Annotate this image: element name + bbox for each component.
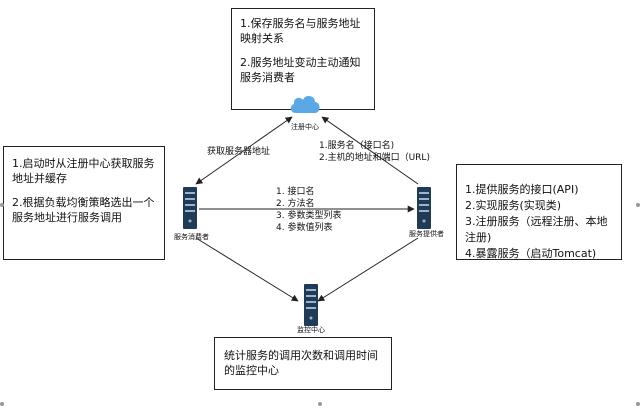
provider-label: 服务提供者 (409, 230, 444, 238)
canvas-handle-dot (318, 402, 322, 406)
registry-note: 1.保存服务名与服务地址映射关系 2.服务地址变动主动通知服务消费者 (231, 8, 375, 110)
consumer-note-line-1: 1.启动时从注册中心获取服务地址并缓存 (12, 157, 155, 185)
edge-provider-registry (321, 116, 419, 185)
cloud-icon (290, 96, 320, 113)
provider-server-icon (417, 187, 431, 229)
edge-label-consumer-provider-line-3: 3. 参数类型列表 (276, 211, 342, 221)
consumer-note: 1.启动时从注册中心获取服务地址并缓存 2.根据负载均衡策略选出一个服务地址进行… (3, 146, 165, 260)
canvas-handle-dot (636, 203, 640, 207)
edge-label-consumer-provider-line-4: 4. 参数值列表 (276, 223, 333, 233)
canvas-handle-dot (636, 402, 640, 406)
registry-note-line-1: 1.保存服务名与服务地址映射关系 (240, 17, 361, 45)
edge-label-consumer-provider: 1. 接口名 2. 方法名 3. 参数类型列表 4. 参数值列表 (276, 186, 341, 234)
edge-label-provider-registry-line-1: 1.服务名（接口名) (319, 141, 395, 151)
edge-label-provider-registry: 1.服务名（接口名) 2.主机的地址和端口（URL) (319, 140, 430, 164)
consumer-server-icon (183, 187, 197, 229)
monitor-note-text: 统计服务的调用次数和调用时间的监控中心 (224, 349, 378, 377)
edge-provider-monitor (317, 237, 419, 302)
canvas-handle-dot (0, 402, 4, 406)
provider-note-line-1: 1.提供服务的接口(API) (465, 183, 579, 196)
monitor-label: 监控中心 (297, 326, 325, 334)
registry-label: 注册中心 (291, 123, 319, 131)
edge-label-consumer-provider-line-2: 2. 方法名 (276, 199, 315, 209)
edge-label-consumer-registry: 获取服务器地址 (207, 147, 271, 157)
provider-note-line-2: 2.实现服务(实现类) (465, 199, 562, 212)
consumer-note-line-2: 2.根据负载均衡策略选出一个服务地址进行服务调用 (12, 196, 155, 224)
provider-note: 1.提供服务的接口(API) 2.实现服务(实现类) 3.注册服务（远程注册、本… (456, 164, 622, 260)
canvas-handle-dot (0, 203, 4, 207)
edge-consumer-monitor (195, 237, 299, 302)
monitor-note: 统计服务的调用次数和调用时间的监控中心 (214, 337, 392, 390)
provider-note-line-4: 4.暴露服务（启动Tomcat) (465, 247, 597, 260)
provider-note-line-3: 3.注册服务（远程注册、本地注册) (465, 215, 608, 244)
edge-consumer-registry (195, 116, 293, 185)
consumer-label: 服务消费者 (174, 233, 209, 241)
edge-label-consumer-provider-line-1: 1. 接口名 (276, 187, 315, 197)
monitor-server-icon (304, 284, 318, 326)
edge-label-provider-registry-line-2: 2.主机的地址和端口（URL) (319, 153, 430, 163)
registry-note-line-2: 2.服务地址变动主动通知服务消费者 (240, 56, 361, 84)
